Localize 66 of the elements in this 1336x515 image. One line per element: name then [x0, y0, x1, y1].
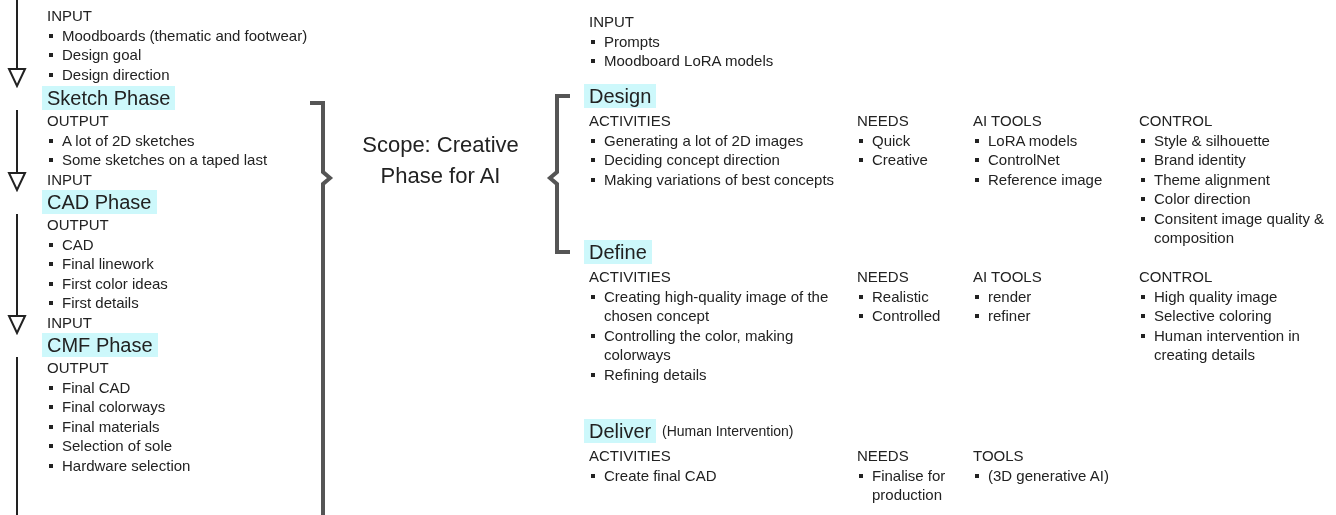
timeline-arrow — [8, 213, 26, 334]
bullet-item: Hardware selection — [47, 455, 317, 475]
bullet-item: Finalise for production — [857, 465, 965, 505]
bullet-item: Creating high-quality image of the chosen concept — [589, 286, 854, 326]
bullet-item: Theme alignment — [1139, 169, 1334, 189]
section-heading: INPUT — [47, 6, 93, 26]
bullet-item: Moodboards (thematic and footwear) — [47, 25, 347, 45]
bullet-item: First color ideas — [47, 273, 317, 293]
bullet-item: Reference image — [973, 169, 1133, 189]
bullet-item: ControlNet — [973, 150, 1133, 170]
bullet-item: Brand identity — [1139, 150, 1334, 170]
bullet-item: Refining details — [589, 364, 854, 384]
bullet-item: Final materials — [47, 416, 317, 436]
bullet-item: Design goal — [47, 45, 347, 65]
section-heading: INPUT — [47, 312, 93, 332]
scope-title: Scope: Creative Phase for AI — [361, 131, 520, 190]
section-heading: ACTIVITIES — [589, 267, 672, 287]
bullet-item: Style & silhouette — [1139, 130, 1334, 150]
bullet-item: refiner — [973, 306, 1133, 326]
bullet-item: render — [973, 286, 1133, 306]
bullet-item: Create final CAD — [589, 465, 849, 485]
bullet-item: Moodboard LoRA models — [589, 51, 889, 71]
bullet-item: High quality image — [1139, 286, 1329, 306]
bullet-item: A lot of 2D sketches — [47, 130, 317, 150]
section-heading: INPUT — [47, 169, 93, 189]
timeline-arrow — [8, 0, 26, 87]
section-heading: NEEDS — [857, 111, 910, 131]
section-heading: TOOLS — [973, 446, 1025, 466]
bullet-item: Realistic — [857, 286, 967, 306]
bullet-item: Final linework — [47, 254, 317, 274]
bullet-item: Making variations of best concepts — [589, 169, 849, 189]
bullet-item: Consitent image quality & composition — [1139, 208, 1334, 248]
bullet-item: Color direction — [1139, 189, 1334, 209]
section-heading: AI TOOLS — [973, 111, 1043, 131]
bullet-item: Final colorways — [47, 397, 317, 417]
bullet-item: Human intervention in creating details — [1139, 325, 1329, 365]
bullet-item: Selective coloring — [1139, 306, 1329, 326]
bullet-item: Final CAD — [47, 377, 317, 397]
bullet-item: Selection of sole — [47, 436, 317, 456]
stage-note: (Human Intervention) — [662, 423, 794, 439]
section-heading: CONTROL — [1139, 111, 1214, 131]
section-heading: ACTIVITIES — [589, 111, 672, 131]
bullet-item: Controlling the color, making colorways — [589, 325, 854, 365]
bullet-item: Quick — [857, 130, 967, 150]
bullet-item: First details — [47, 293, 317, 313]
bullet-item: Generating a lot of 2D images — [589, 130, 849, 150]
section-heading: AI TOOLS — [973, 267, 1043, 287]
section-heading: OUTPUT — [47, 111, 110, 131]
section-heading: INPUT — [589, 12, 635, 32]
bullet-item: Creative — [857, 150, 967, 170]
bullet-item: (3D generative AI) — [973, 465, 1143, 485]
bullet-item: Controlled — [857, 306, 967, 326]
section-heading: ACTIVITIES — [589, 446, 672, 466]
timeline-line — [16, 356, 18, 515]
bullet-item: Some sketches on a taped last — [47, 150, 317, 170]
section-heading: NEEDS — [857, 446, 910, 466]
section-heading: OUTPUT — [47, 215, 110, 235]
bullet-item: CAD — [47, 234, 317, 254]
section-heading: OUTPUT — [47, 358, 110, 378]
section-heading: CONTROL — [1139, 267, 1214, 287]
bullet-item: Prompts — [589, 31, 889, 51]
bullet-item: LoRA models — [973, 130, 1133, 150]
bullet-item: Design direction — [47, 64, 347, 84]
bullet-item: Deciding concept direction — [589, 150, 849, 170]
timeline-arrow — [8, 109, 26, 191]
section-heading: NEEDS — [857, 267, 910, 287]
